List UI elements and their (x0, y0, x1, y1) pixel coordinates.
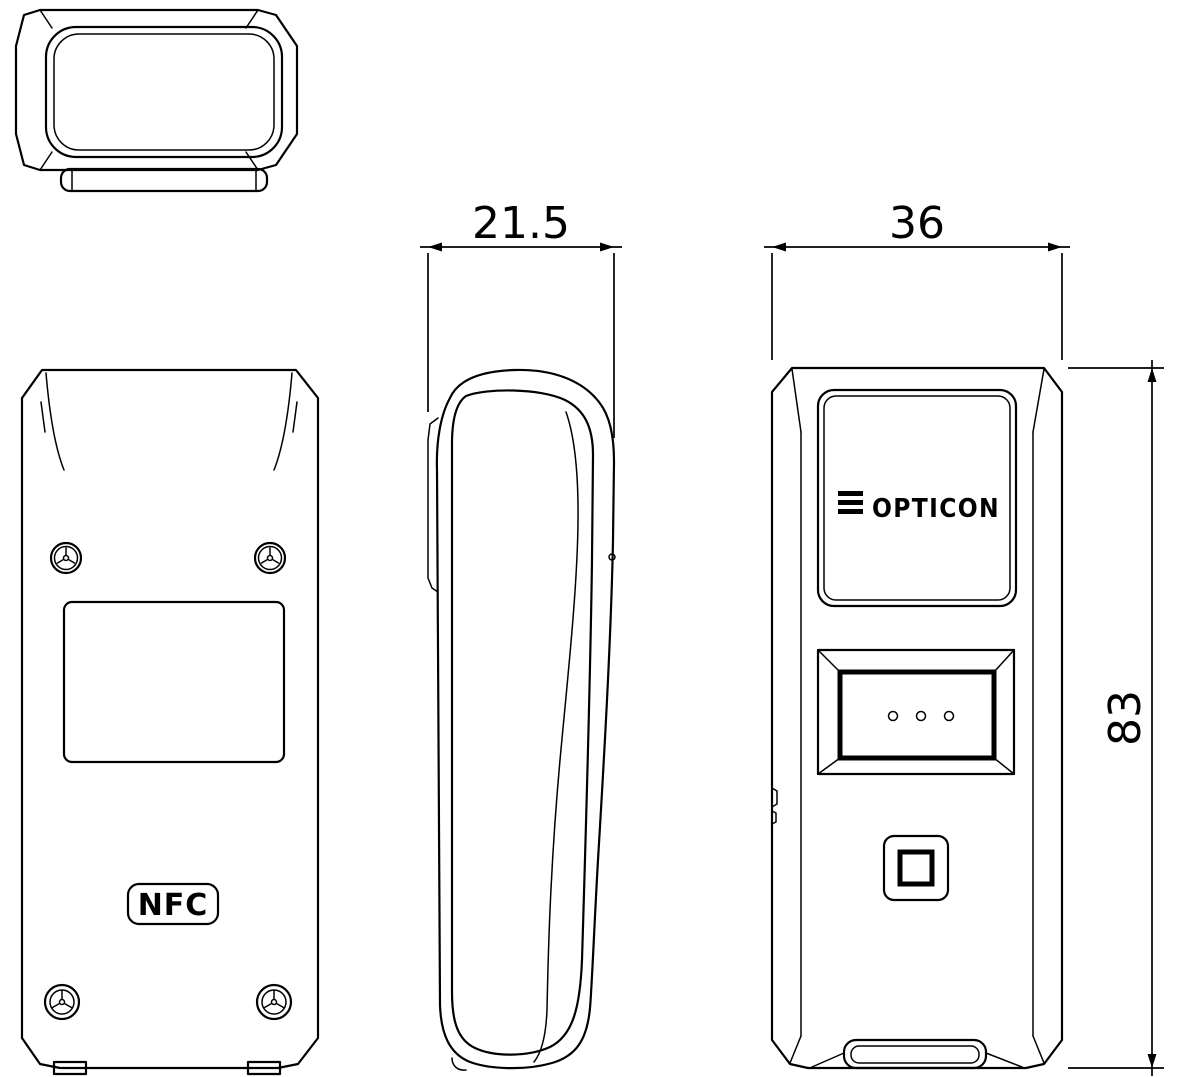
scan-window-outer (816, 388, 1018, 608)
dimension-width-arrow-right (1048, 242, 1062, 252)
trigger-button (882, 834, 950, 902)
front-view: 36 83 (764, 198, 1164, 1076)
top-view-corner-line (245, 151, 259, 171)
connector-recess-inner (837, 669, 997, 761)
dimension-depth: 21.5 (420, 198, 622, 438)
top-view-clip-bar (59, 167, 269, 193)
front-view-chamfer-left (791, 368, 802, 433)
opticon-logo-bars (838, 491, 863, 496)
opticon-logo: OPTICON (838, 491, 1000, 524)
back-foot-right (246, 1060, 282, 1076)
connector-recess (816, 648, 1016, 776)
nfc-badge-label: NFC (138, 888, 209, 923)
back-view-edge-mark (40, 401, 46, 433)
top-view-corner-line (245, 9, 259, 29)
trigger-button-outer (882, 834, 950, 902)
back-view: NFC (20, 368, 320, 1076)
front-view-chamfer-right (1032, 368, 1045, 433)
side-view-seam-curve (533, 411, 579, 1063)
connector-recess-corner (817, 757, 841, 775)
dimension-width: 36 (764, 198, 1070, 360)
connector-recess-corner (993, 649, 1015, 673)
side-view-bottom-detail (451, 1057, 467, 1071)
connector-recess-corner (993, 757, 1015, 775)
side-view-outline (435, 368, 616, 1070)
side-button-mark (771, 810, 777, 825)
led-dot (887, 710, 899, 722)
usb-slot-corner (811, 1052, 845, 1068)
back-screw-top-right (253, 541, 287, 575)
top-view-face-inner (53, 33, 275, 151)
dimension-height: 83 (1068, 360, 1164, 1076)
dimension-width-value: 36 (889, 198, 945, 249)
scan-window: OPTICON (816, 388, 1018, 608)
front-view-chamfer-bottom-left (789, 1035, 802, 1064)
dimension-depth-arrow-left (428, 242, 442, 252)
top-view-corner-line (39, 9, 53, 29)
opticon-logo-bars (838, 500, 863, 505)
usb-slot-outer (842, 1038, 988, 1070)
connector-recess-outer (816, 648, 1016, 776)
side-view-clip (427, 417, 439, 593)
back-view-outline (20, 368, 320, 1070)
dimension-height-arrow-top (1147, 368, 1157, 382)
dimension-depth-value: 21.5 (472, 198, 570, 249)
top-view-face-outer (44, 25, 284, 159)
back-foot-left (52, 1060, 88, 1076)
side-view-button-bump (608, 553, 616, 561)
connector-recess-corner (817, 649, 841, 673)
back-screw-bottom-right (255, 983, 293, 1021)
dimension-depth-arrow-right (600, 242, 614, 252)
back-view-top-mold-right (273, 372, 293, 471)
trigger-button-inner (897, 849, 935, 887)
top-view (14, 8, 299, 193)
opticon-logo-bars (838, 509, 863, 514)
usb-slot (811, 1038, 1023, 1070)
back-screw-top-left (49, 541, 83, 575)
usb-slot-corner (985, 1052, 1023, 1068)
led-dot (943, 710, 955, 722)
side-view-boot-inner (450, 389, 595, 1056)
back-view-top-mold-left (45, 372, 65, 471)
opticon-logo-label: OPTICON (872, 494, 1000, 524)
front-view-chamfer-bottom-right (1032, 1035, 1045, 1064)
scan-window-inner (823, 395, 1011, 601)
side-view: 21.5 (420, 198, 622, 1071)
dimension-height-arrow-bottom (1147, 1054, 1157, 1068)
back-label-recess (62, 600, 286, 764)
side-button-mark (771, 787, 778, 808)
usb-slot-inner (850, 1045, 980, 1064)
back-screw-bottom-left (43, 983, 81, 1021)
dimension-width-arrow-left (772, 242, 786, 252)
top-view-corner-line (39, 151, 53, 171)
nfc-badge-border (126, 882, 220, 926)
dimension-height-value: 83 (1100, 690, 1151, 746)
nfc-badge: NFC (126, 882, 220, 926)
led-dot (915, 710, 927, 722)
back-view-edge-mark (292, 401, 298, 433)
